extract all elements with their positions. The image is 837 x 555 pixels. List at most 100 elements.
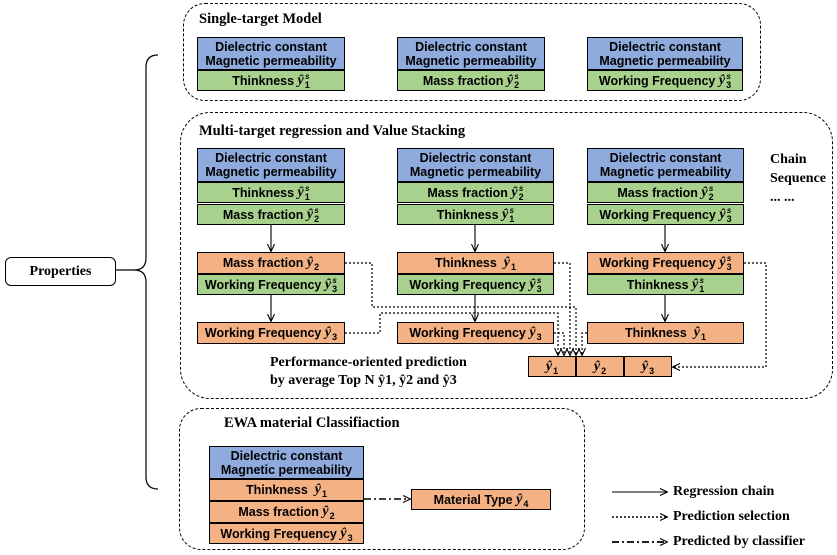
target-superscript: s	[726, 71, 731, 81]
target-subscript: 3	[332, 332, 338, 342]
target-label: Mass fraction	[222, 207, 307, 222]
sel-c1-freq	[345, 312, 558, 355]
multi-c1-orange-2: Working Frequency ŷ 3	[197, 322, 345, 344]
target-variable: ŷ	[314, 482, 321, 497]
multi-target-region	[180, 112, 833, 399]
target-label: Thinkness	[436, 207, 503, 222]
target-superscript: s	[332, 275, 337, 285]
target-superscript: s	[314, 205, 319, 215]
ewa-classification-region	[179, 408, 585, 550]
target-subscript: 3	[332, 283, 338, 294]
single-input-2: Dielectric constant Magnetic permeabilit…	[397, 37, 545, 70]
multi-c1-orange-1: Mass fraction ŷ 2	[197, 252, 345, 274]
properties-brace	[133, 54, 159, 490]
target-variable: ŷ	[545, 358, 553, 374]
target-subscript: 1	[304, 79, 310, 90]
target-subscript: 2	[314, 262, 320, 272]
multi-c1-input: Dielectric constant Magnetic permeabilit…	[197, 148, 345, 182]
target-variable: ŷ	[340, 525, 347, 541]
magnetic-label: Magnetic permeability	[599, 53, 731, 68]
target-label: Mass fraction	[617, 185, 702, 200]
sel-c2-thick	[554, 262, 570, 355]
multi-c3-input: Dielectric constant Magnetic permeabilit…	[587, 148, 744, 182]
ewa-row-2: Mass fraction ŷ 2	[209, 501, 364, 523]
target-label: Thinkness	[232, 73, 298, 88]
target-label: Thinkness	[245, 483, 315, 497]
legend-classifier-label: Predicted by classifier	[673, 534, 805, 549]
ewa-title: EWA material Classifiaction	[224, 415, 400, 431]
target-variable: ŷ	[641, 358, 649, 374]
magnetic-label: Magnetic permeability	[409, 165, 542, 179]
target-superscript: s	[305, 71, 310, 81]
stack-y2: ŷ 2	[576, 356, 624, 377]
dielectric-label: Dielectric constant	[419, 151, 532, 165]
target-superscript: s	[536, 275, 542, 285]
multi-c3-orange-2: Thinkness ŷ 1	[587, 322, 744, 344]
target-subscript: 1	[700, 332, 706, 342]
target-label: Mass fraction	[422, 73, 507, 88]
target-variable: ŷ	[306, 206, 314, 222]
dielectric-label: Dielectric constant	[215, 151, 327, 165]
performance-line-1: Performance-oriented prediction	[270, 355, 467, 370]
ewa-input: Dielectric constant Magnetic permeabilit…	[209, 446, 364, 479]
target-label: Mass fraction	[427, 185, 512, 200]
target-label: Thinkness	[232, 185, 298, 200]
multi-c2-orange-1: Thinkness ŷ 1	[397, 252, 554, 274]
target-variable: ŷ	[322, 504, 329, 519]
target-variable: ŷ	[324, 325, 332, 340]
target-subscript: 3	[649, 365, 655, 376]
target-label: Thinkness	[624, 326, 694, 340]
target-variable: ŷ	[718, 72, 726, 88]
target-subscript: 2	[708, 191, 714, 202]
legend-regression-label: Regression chain	[673, 484, 775, 499]
target-variable: ŷ	[502, 206, 509, 222]
target-subscript: 3	[726, 213, 732, 224]
target-variable: ŷ	[701, 184, 708, 200]
sel-c3-thick	[582, 332, 587, 355]
target-variable: ŷ	[719, 206, 726, 222]
target-variable: ŷ	[297, 72, 304, 88]
target-superscript: s	[726, 254, 732, 263]
chain-label: Chain	[770, 152, 807, 167]
target-variable: ŷ	[324, 276, 332, 292]
target-subscript: 3	[347, 532, 353, 543]
target-label: Material Type	[433, 492, 517, 507]
single-input-1: Dielectric constant Magnetic permeabilit…	[197, 37, 345, 70]
target-label: Mass fraction	[238, 505, 323, 519]
sel-c1-mass	[345, 262, 576, 355]
single-input-3: Dielectric constant Magnetic permeabilit…	[587, 37, 743, 70]
target-subscript: 1	[553, 365, 559, 376]
dielectric-label: Dielectric constant	[230, 448, 343, 463]
target-subscript: 3	[536, 332, 542, 342]
target-label: Working Frequency	[598, 73, 719, 88]
dielectric-label: Dielectric constant	[609, 151, 722, 165]
sel-c3-freq	[673, 262, 767, 367]
target-label: Working Frequency	[220, 526, 341, 541]
dielectric-label: Dielectric constant	[609, 39, 721, 54]
target-subscript: 2	[601, 365, 607, 376]
target-variable: ŷ	[529, 276, 536, 292]
multi-target-title: Multi-target regression and Value Stacki…	[199, 123, 466, 139]
target-variable: ŷ	[529, 325, 536, 340]
target-superscript: s	[708, 183, 714, 193]
target-subscript: 3	[726, 79, 732, 90]
target-variable: ŷ	[297, 184, 304, 200]
target-superscript: s	[514, 71, 519, 81]
target-subscript: 1	[699, 283, 705, 294]
target-label: Working Frequency	[409, 326, 530, 340]
single-target-title: Single-target Model	[199, 11, 322, 27]
target-label: Working Frequency	[599, 207, 720, 222]
target-subscript: 1	[321, 489, 327, 499]
target-variable: ŷ	[693, 325, 700, 340]
sequence-label: Sequence	[770, 171, 826, 186]
target-subscript: 3	[726, 262, 732, 272]
target-subscript: 1	[509, 213, 515, 224]
